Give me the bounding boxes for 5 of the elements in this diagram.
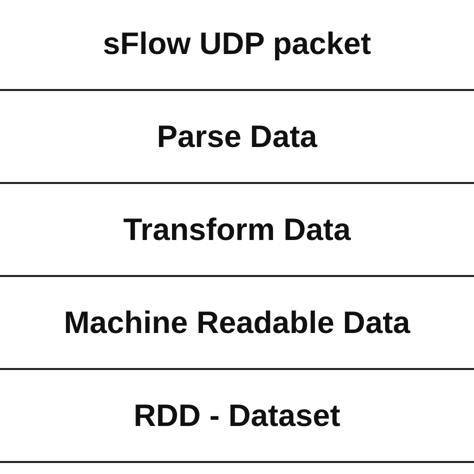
layer-label: Parse Data <box>156 118 318 154</box>
layer-label: Transform Data <box>123 212 351 248</box>
layer-label: Machine Readable Data <box>64 304 410 340</box>
layer-label: RDD - Dataset <box>134 398 340 434</box>
layer-label: sFlow UDP packet <box>102 26 372 62</box>
